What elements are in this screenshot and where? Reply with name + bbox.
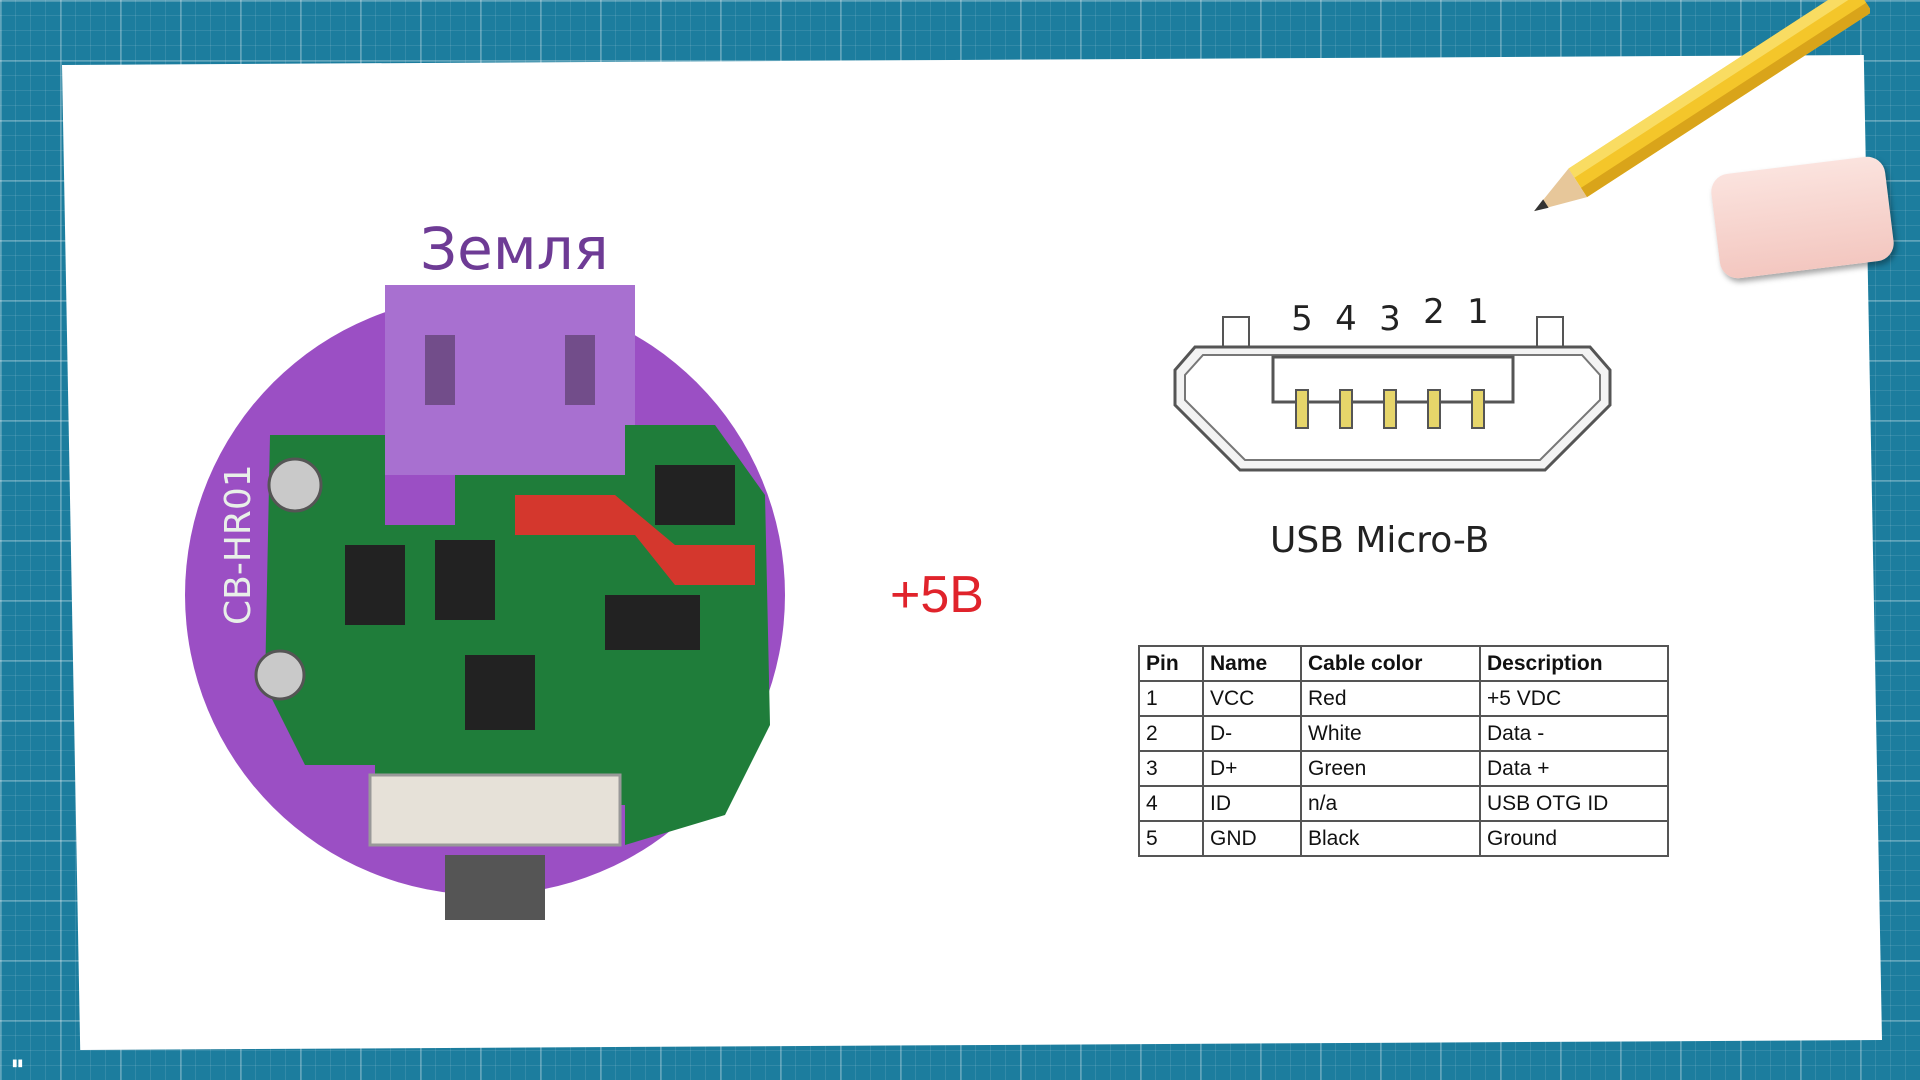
chip-3 xyxy=(655,465,735,525)
svg-text:CB-HR01: CB-HR01 xyxy=(218,464,259,625)
eraser-decoration xyxy=(1709,154,1896,281)
pcb-board: CB-HR01 xyxy=(185,285,785,920)
usb-connector-title: USB Micro-B xyxy=(1270,520,1490,561)
connector-pins xyxy=(1295,389,1485,429)
solder-pad-bottom xyxy=(254,649,306,701)
pin-number: 5 xyxy=(1291,299,1313,339)
table-cell: Ground xyxy=(1479,820,1669,857)
table-cell: 1 xyxy=(1138,680,1204,717)
table-cell: VCC xyxy=(1202,680,1302,717)
table-cell: 4 xyxy=(1138,785,1204,822)
table-row: 1 VCC Red +5 VDC xyxy=(1138,680,1669,717)
table-cell: D+ xyxy=(1202,750,1302,787)
vcc-trace xyxy=(515,495,755,585)
table-row: 5 GND Black Ground xyxy=(1138,820,1669,857)
usb-connector-diagram: 5 4 3 2 1 xyxy=(1173,292,1612,472)
table-row: 4 ID n/a USB OTG ID xyxy=(1138,785,1669,822)
table-header: Description xyxy=(1479,645,1669,682)
table-cell: White xyxy=(1300,715,1481,752)
vcc-label: +5В xyxy=(890,566,984,624)
pin-number: 3 xyxy=(1379,299,1401,339)
solder-pad-top xyxy=(267,457,323,513)
table-cell: Data - xyxy=(1479,715,1669,752)
usb-port-ground xyxy=(385,285,635,475)
table-cell: +5 VDC xyxy=(1479,680,1669,717)
pinout-table: Pin Name Cable color Description 1 VCC R… xyxy=(1138,645,1669,857)
pin-number: 2 xyxy=(1423,292,1445,332)
table-cell: Black xyxy=(1300,820,1481,857)
silkscreen-label: CB-HR01 xyxy=(218,464,259,625)
pin-number: 1 xyxy=(1467,292,1489,332)
table-cell: n/a xyxy=(1300,785,1481,822)
table-cell: 5 xyxy=(1138,820,1204,857)
table-header: Cable color xyxy=(1300,645,1481,682)
table-cell: Green xyxy=(1300,750,1481,787)
table-cell: ID xyxy=(1202,785,1302,822)
pencil-decoration xyxy=(1534,0,1870,212)
table-cell: 2 xyxy=(1138,715,1204,752)
table-header: Pin xyxy=(1138,645,1204,682)
chip-5 xyxy=(465,655,535,730)
chip-4 xyxy=(605,595,700,650)
table-cell: USB OTG ID xyxy=(1479,785,1669,822)
table-cell: Data + xyxy=(1479,750,1669,787)
bottom-connector xyxy=(445,855,545,920)
pin-number: 4 xyxy=(1335,299,1357,339)
table-cell: D- xyxy=(1202,715,1302,752)
bottom-switch xyxy=(368,773,622,847)
chip-1 xyxy=(345,545,405,625)
table-cell: Red xyxy=(1300,680,1481,717)
ground-label: Земля xyxy=(420,215,609,283)
table-row: 3 D+ Green Data + xyxy=(1138,750,1669,787)
table-cell: 3 xyxy=(1138,750,1204,787)
table-row: 2 D- White Data - xyxy=(1138,715,1669,752)
chip-2 xyxy=(435,540,495,620)
table-cell: GND xyxy=(1202,820,1302,857)
slide-marker: ▮▮ xyxy=(12,1058,24,1069)
table-header: Name xyxy=(1202,645,1302,682)
table-header-row: Pin Name Cable color Description xyxy=(1138,645,1669,682)
